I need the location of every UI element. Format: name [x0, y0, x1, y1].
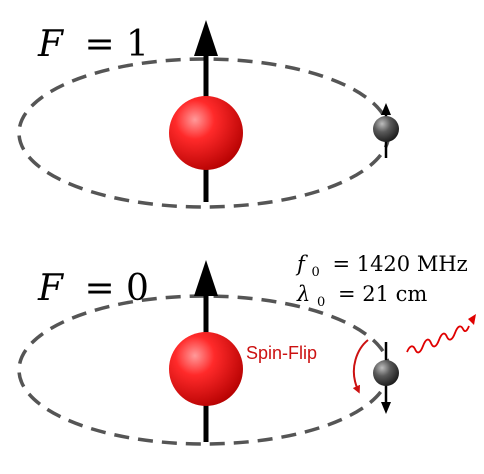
wavelength-sub: 0	[317, 295, 325, 310]
panel-bottom: F = 0 f 0 = 1420 MHz λ 0 = 21 cm Spin-Fl…	[17, 252, 476, 446]
spin-flip-label: Spin-Flip	[246, 343, 317, 363]
proton-bottom	[169, 260, 243, 442]
wavelength-var: λ	[296, 282, 310, 306]
frequency-var: f	[295, 252, 308, 276]
state-label-top: F = 1	[37, 24, 149, 65]
photon-wave	[406, 325, 470, 354]
proton-spin-up-arrowhead-top	[194, 20, 218, 56]
electron-spin-up-arrowhead-top	[381, 103, 391, 115]
frequency-label: f 0 = 1420 MHz	[295, 252, 468, 281]
state-label-bottom-eq: = 0	[84, 268, 149, 309]
frequency-eq: = 1420 MHz	[332, 252, 467, 276]
state-label-top-eq: = 1	[84, 24, 149, 65]
proton-sphere-top	[169, 96, 243, 170]
frequency-sub: 0	[311, 265, 319, 280]
panel-top: F = 1	[17, 20, 399, 209]
electron-sphere-bottom	[373, 360, 399, 386]
photon-emission	[406, 314, 476, 354]
spin-flip-arrow	[352, 339, 369, 394]
electron-spin-down-arrowhead-bottom	[381, 402, 391, 414]
electron-top	[373, 103, 399, 158]
electron-sphere-top	[373, 116, 399, 142]
proton-sphere-bottom	[169, 332, 243, 406]
proton-top	[169, 20, 243, 202]
wavelength-eq: = 21 cm	[338, 282, 427, 306]
state-label-bottom-var: F	[37, 268, 65, 309]
wavelength-label: λ 0 = 21 cm	[296, 282, 427, 311]
state-label-bottom: F = 0	[37, 268, 149, 309]
state-label-top-var: F	[37, 24, 65, 65]
photon-arrowhead	[468, 314, 476, 325]
proton-spin-up-arrowhead-bottom	[194, 260, 218, 296]
electron-bottom	[373, 342, 399, 414]
